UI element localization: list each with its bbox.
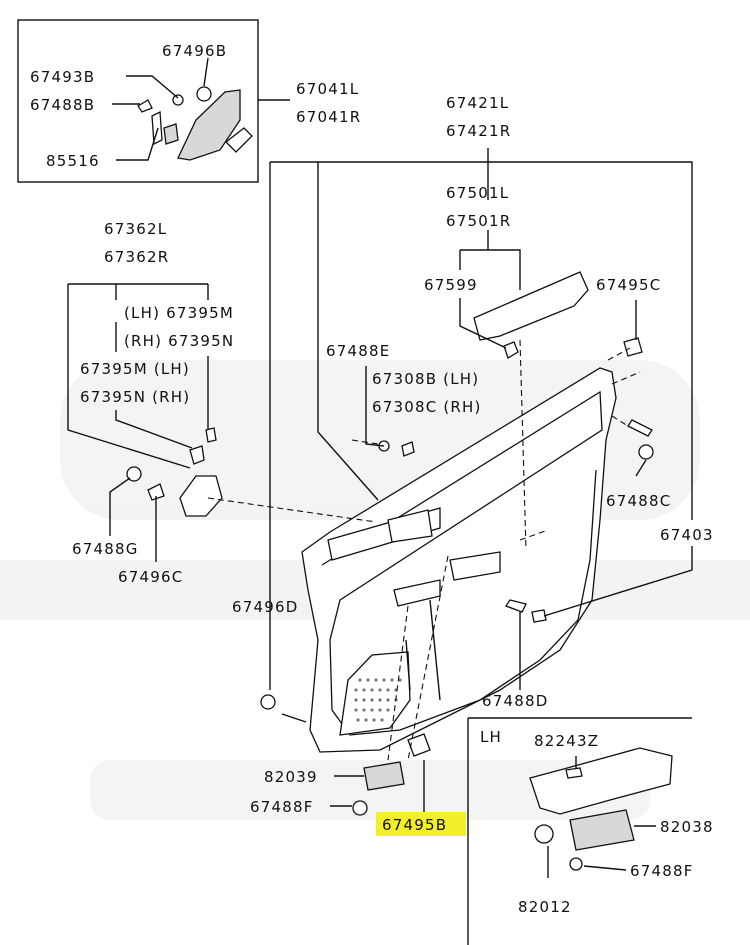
label-67308B: 67308B (LH) bbox=[372, 370, 479, 388]
armrest-part bbox=[473, 271, 589, 359]
label-67488B: 67488B bbox=[30, 96, 95, 114]
label-67488F: 67488F bbox=[250, 798, 314, 816]
label-67495B: 67495B bbox=[382, 816, 447, 834]
label-67496B: 67496B bbox=[162, 42, 227, 60]
label-67421R: 67421R bbox=[446, 122, 511, 140]
label-67488F-lh: 67488F bbox=[630, 862, 694, 880]
label-67395M-lh-2: 67395M (LH) bbox=[80, 360, 190, 378]
screw-67488D bbox=[505, 599, 527, 613]
clip-67403 bbox=[531, 609, 547, 623]
label-67041L: 67041L bbox=[296, 80, 359, 98]
label-67041R: 67041R bbox=[296, 108, 361, 126]
label-67362R: 67362R bbox=[104, 248, 169, 266]
grommet-67488C bbox=[638, 444, 654, 460]
screw-67488C bbox=[627, 419, 653, 437]
label-lh: LH bbox=[480, 728, 502, 746]
clip-67495C bbox=[623, 337, 643, 357]
screw-67488F bbox=[352, 800, 368, 816]
label-67599: 67599 bbox=[424, 276, 478, 294]
label-67488E: 67488E bbox=[326, 342, 390, 360]
label-67395N-rh: (RH) 67395N bbox=[124, 332, 234, 350]
label-85516: 85516 bbox=[46, 152, 100, 170]
speaker-grille bbox=[354, 678, 402, 722]
label-67495C: 67495C bbox=[596, 276, 661, 294]
watermark-logo bbox=[0, 360, 750, 820]
label-67362L: 67362L bbox=[104, 220, 167, 238]
door-trim-panel bbox=[301, 367, 617, 753]
label-67488D: 67488D bbox=[482, 692, 548, 710]
label-67501R: 67501R bbox=[446, 212, 511, 230]
inset-box bbox=[17, 19, 259, 183]
highlight-67495B bbox=[376, 812, 466, 836]
label-67488C: 67488C bbox=[606, 492, 671, 510]
label-67496C: 67496C bbox=[118, 568, 183, 586]
label-67496D: 67496D bbox=[232, 598, 298, 616]
clip-67496D bbox=[260, 694, 276, 710]
label-82039: 82039 bbox=[264, 768, 318, 786]
clip-67495B bbox=[407, 733, 431, 757]
mirror-cover-part bbox=[137, 86, 253, 161]
lh-switch-panel bbox=[529, 747, 673, 871]
inner-handle-bracket bbox=[126, 427, 223, 517]
label-67421L: 67421L bbox=[446, 94, 509, 112]
label-67501L: 67501L bbox=[446, 184, 509, 202]
clip-67308 bbox=[401, 441, 415, 457]
label-67308C: 67308C (RH) bbox=[372, 398, 482, 416]
label-67395M-lh: (LH) 67395M bbox=[124, 304, 234, 322]
label-67403: 67403 bbox=[660, 526, 714, 544]
label-67488G: 67488G bbox=[72, 540, 139, 558]
switch-82039 bbox=[363, 761, 405, 791]
label-67493B: 67493B bbox=[30, 68, 95, 86]
label-82012: 82012 bbox=[518, 898, 572, 916]
label-82243Z: 82243Z bbox=[534, 732, 599, 750]
label-67395N-rh-2: 67395N (RH) bbox=[80, 388, 190, 406]
label-82038: 82038 bbox=[660, 818, 714, 836]
